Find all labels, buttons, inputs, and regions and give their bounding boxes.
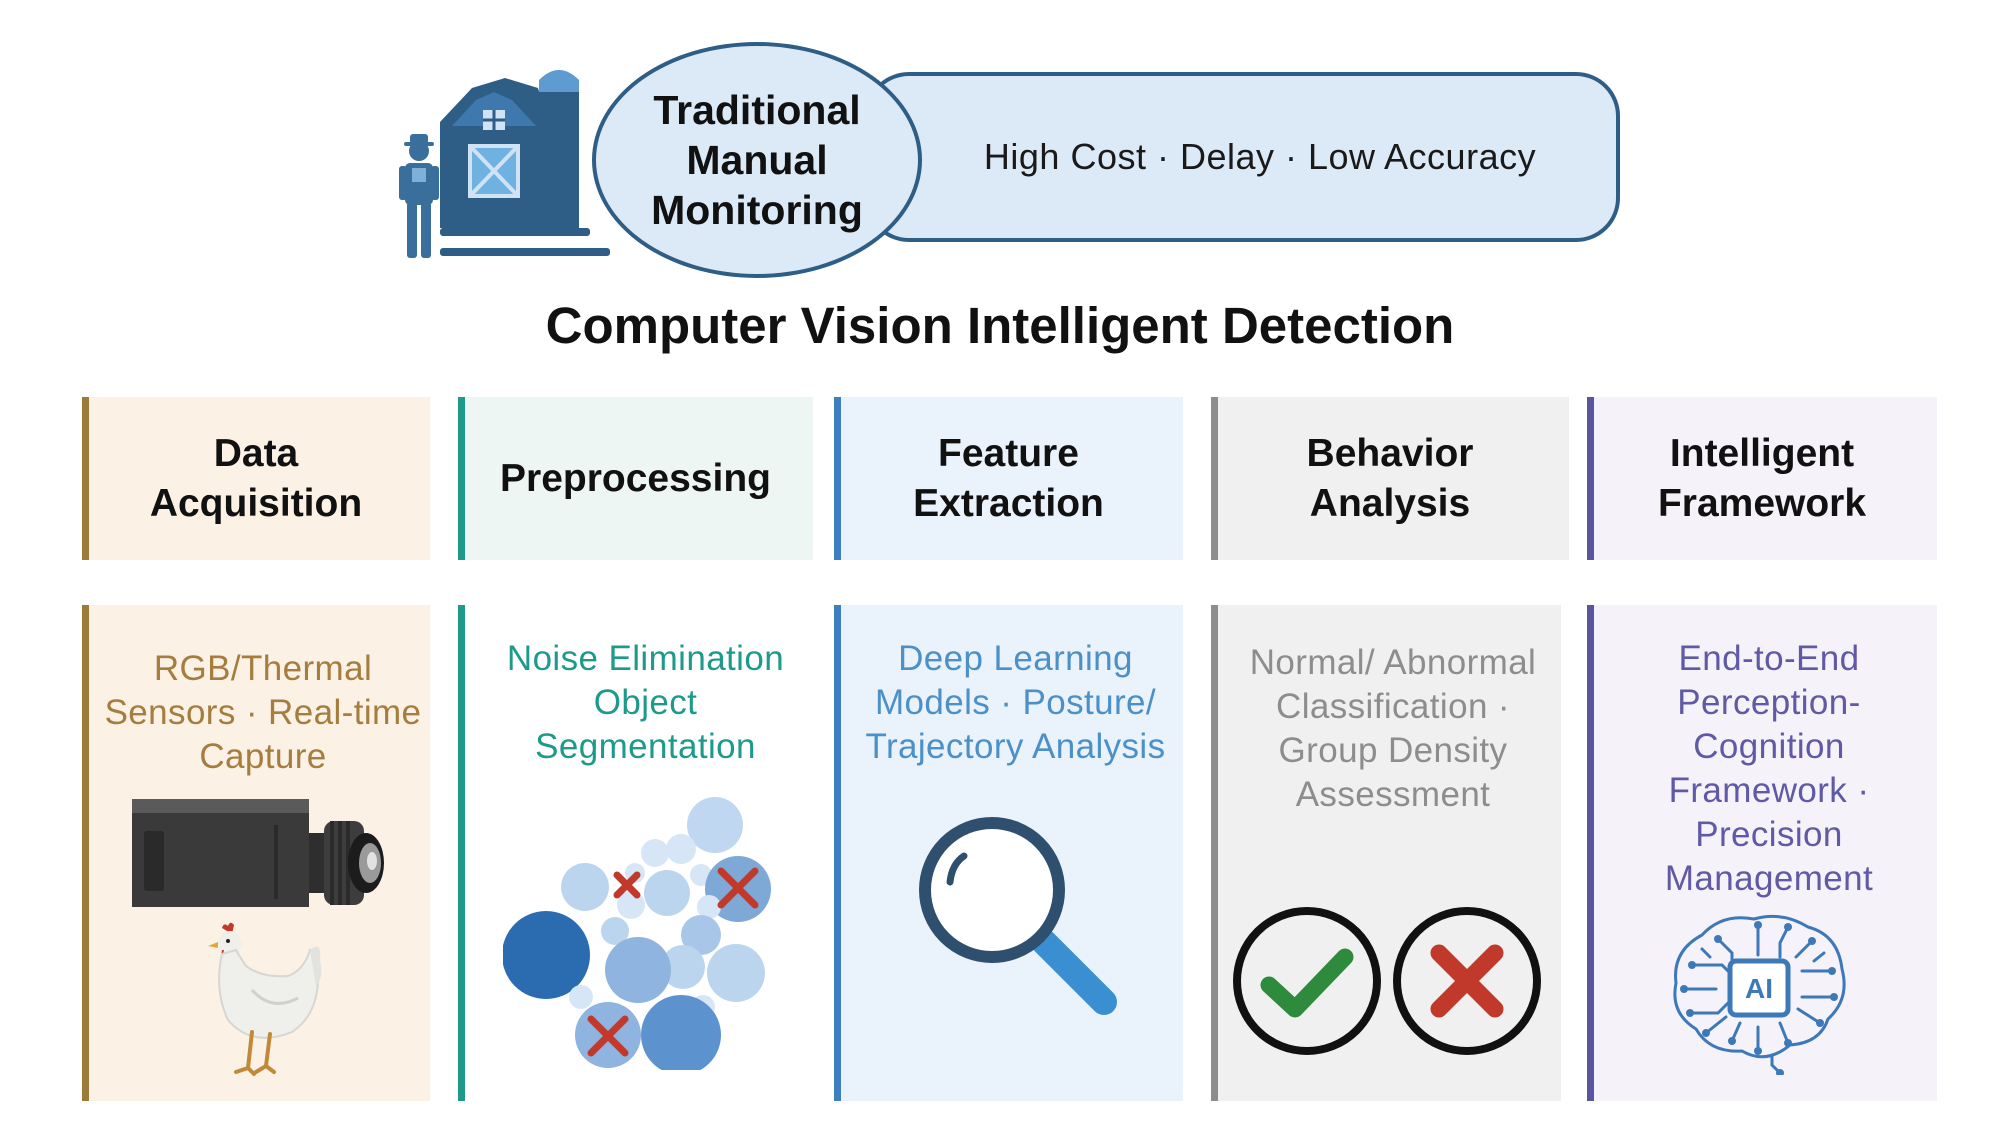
magnifier-icon xyxy=(919,817,1117,1015)
abnormal-cross-icon xyxy=(1393,907,1541,1055)
normal-check-icon xyxy=(1233,907,1381,1055)
accent-bar xyxy=(1211,605,1218,1101)
header-label: Preprocessing xyxy=(500,456,771,500)
description: End-to-End Perception-Cognition Framewor… xyxy=(1664,639,1874,898)
drawbacks-text: High Cost · Delay · Low Accuracy xyxy=(983,136,1537,177)
header-label: Feature Extraction xyxy=(913,431,1104,525)
accent-bar xyxy=(1587,397,1594,560)
body-data-acquisition: RGB/Thermal Sensors · Real-time Capture xyxy=(82,605,430,1101)
header-feature-extraction: Feature Extraction xyxy=(834,397,1183,560)
body-behavior-analysis: Normal/ Abnormal Classification · Group … xyxy=(1211,605,1561,1101)
accent-bar xyxy=(458,397,465,560)
description: Noise Elimination Object Segmentation xyxy=(506,639,785,766)
chicken-icon xyxy=(208,922,322,1076)
accent-bar xyxy=(834,605,841,1101)
accent-bar xyxy=(82,605,89,1101)
noise-bubbles-icon xyxy=(503,797,771,1070)
accent-bar xyxy=(834,397,841,560)
body-intelligent-framework: End-to-End Perception-Cognition Framewor… xyxy=(1587,605,1937,1101)
description: Normal/ Abnormal Classification · Group … xyxy=(1249,643,1537,814)
description: Deep Learning Models · Posture/ Trajecto… xyxy=(865,639,1166,766)
traditional-monitoring-title: Traditional Manual Monitoring xyxy=(651,87,863,233)
description: RGB/Thermal Sensors · Real-time Capture xyxy=(104,649,422,776)
accent-bar xyxy=(1211,397,1218,560)
accent-bar xyxy=(82,397,89,560)
body-preprocessing: Noise Elimination Object Segmentation xyxy=(458,605,813,1101)
header-data-acquisition: Data Acquisition xyxy=(82,397,430,560)
header-intelligent-framework: Intelligent Framework xyxy=(1587,397,1937,560)
header-label: Data Acquisition xyxy=(149,431,363,525)
traditional-monitoring-bubble: Traditional Manual Monitoring xyxy=(592,42,922,278)
body-feature-extraction: Deep Learning Models · Posture/ Trajecto… xyxy=(834,605,1183,1101)
ai-badge: AI xyxy=(1745,973,1773,1004)
ai-brain-icon: AI xyxy=(1673,914,1846,1075)
camera-icon xyxy=(132,799,384,907)
accent-bar xyxy=(1587,605,1594,1101)
header-label: Intelligent Framework xyxy=(1657,431,1867,525)
header-label: Behavior Analysis xyxy=(1306,431,1474,525)
header-behavior-analysis: Behavior Analysis xyxy=(1211,397,1569,560)
drawbacks-banner xyxy=(865,72,1620,242)
main-title: Computer Vision Intelligent Detection xyxy=(545,297,1455,354)
accent-bar xyxy=(458,605,465,1101)
farm-icon xyxy=(399,70,610,258)
header-preprocessing: Preprocessing xyxy=(458,397,813,560)
